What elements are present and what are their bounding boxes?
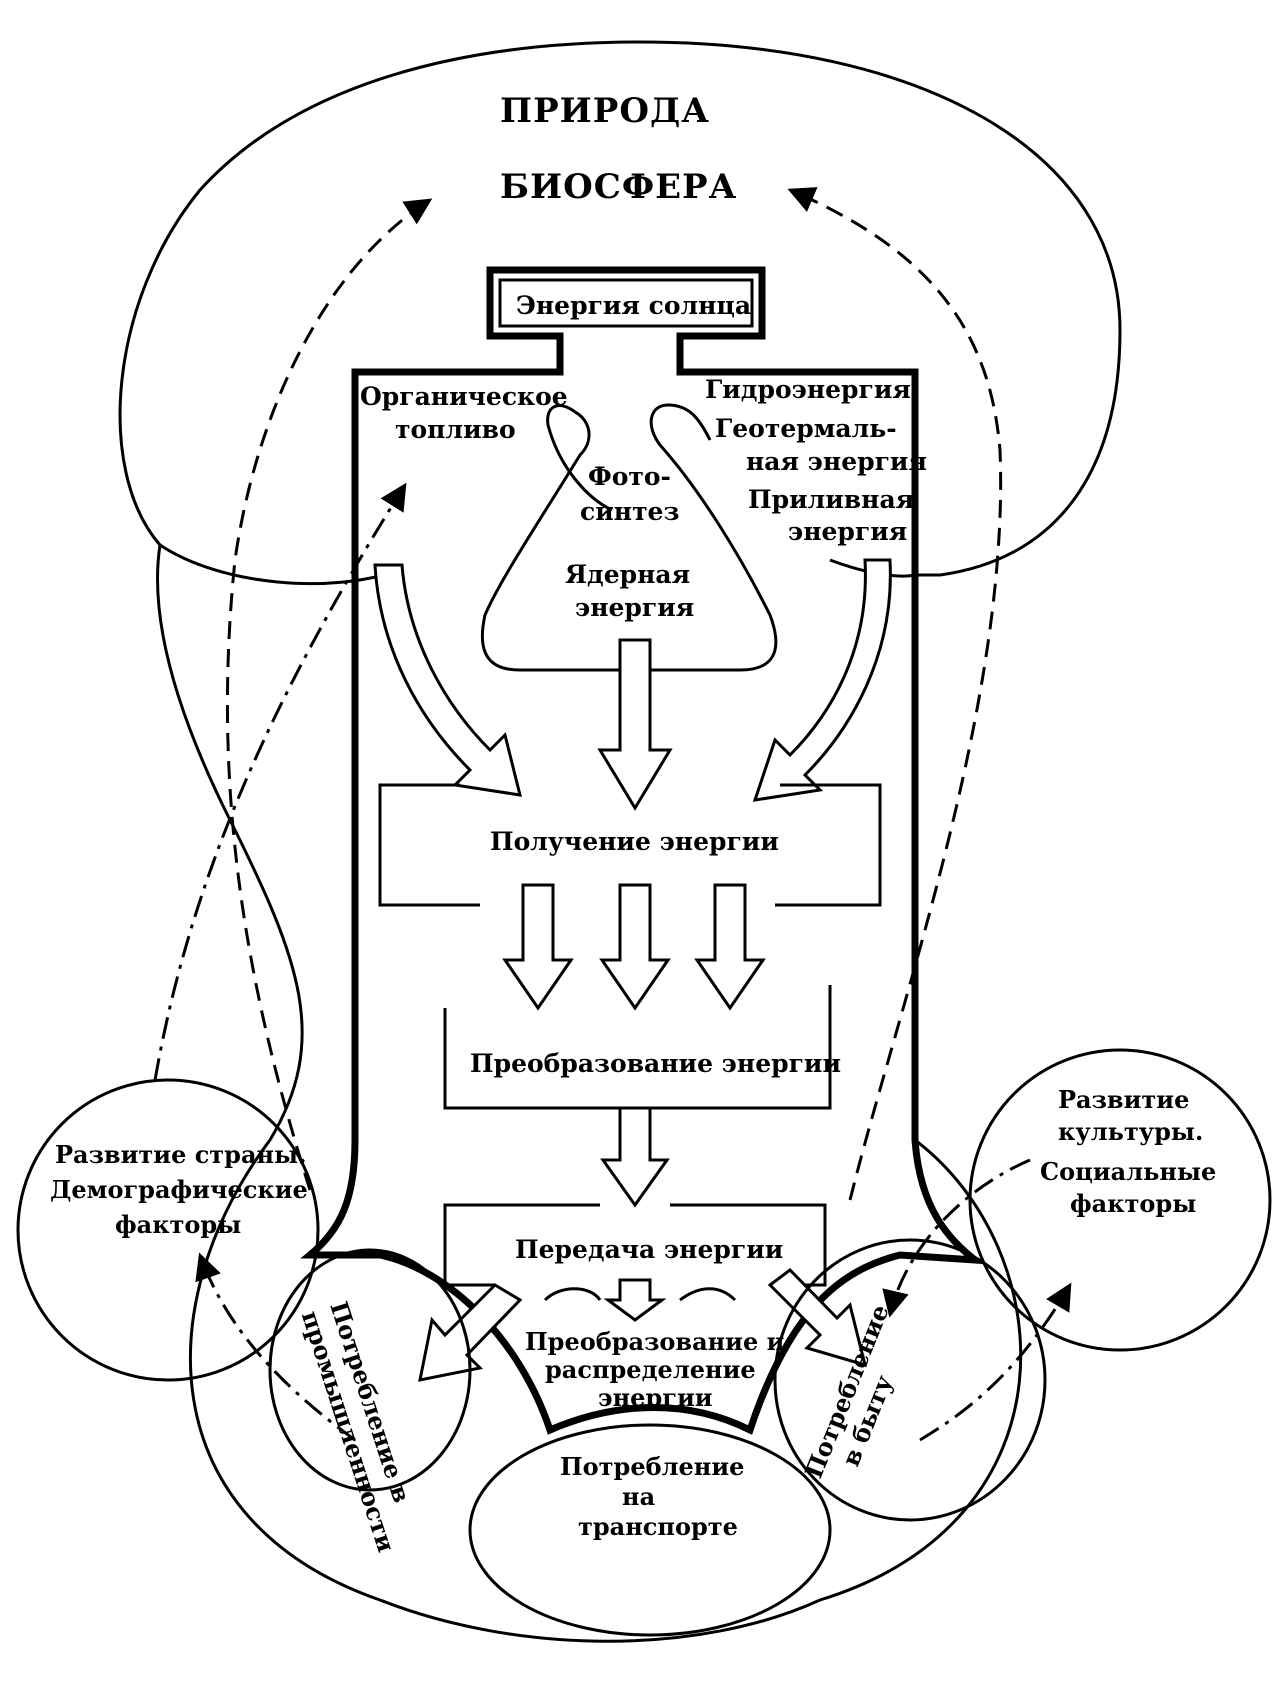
sun-box: [498, 278, 754, 328]
label-nuclear-2: энергия: [575, 593, 694, 622]
label-transmission: Передача энергии: [515, 1235, 783, 1264]
label-tidal-1: Приливная: [748, 485, 914, 514]
label-photosynthesis-1: Фото-: [588, 462, 671, 491]
label-organic-fuel-2: топливо: [395, 415, 516, 444]
label-distribution-2: распределение: [545, 1355, 756, 1384]
dashdot-household-to-culture: [919, 1282, 1072, 1442]
label-nuclear-1: Ядерная: [565, 560, 690, 589]
arrow-hydro-to-receiving: [752, 558, 892, 802]
arrow-nuclear-to-receiving: [597, 638, 673, 811]
arrow-to-industry: [418, 1283, 523, 1382]
label-culture-4: факторы: [1070, 1189, 1196, 1218]
dashed-return-left: [225, 198, 433, 1191]
label-priroda: ПРИРОДА: [500, 91, 710, 131]
transport-consumption-circle: [468, 1423, 832, 1637]
arrow-conversion-to-transmission: [600, 1106, 670, 1208]
label-culture-1: Развитие: [1058, 1085, 1189, 1114]
label-hydro: Гидроэнергия: [705, 375, 911, 404]
label-distribution-3: энергии: [598, 1383, 713, 1412]
nature-biosphere-outline: [118, 40, 1122, 1643]
culture-development-circle: [968, 1048, 1272, 1352]
label-organic-fuel-1: Органическое: [360, 382, 568, 411]
dashdot-country-to-fuel: [153, 482, 407, 1081]
dashed-return-right: [787, 187, 1003, 1201]
label-geothermal-2: ная энергия: [746, 447, 927, 476]
dashdot-industry-to-country: [195, 1252, 356, 1442]
label-transport-3: транспорте: [578, 1512, 738, 1541]
label-transport-1: Потребление: [560, 1452, 744, 1481]
arrow-organic-to-receiving: [373, 563, 523, 797]
label-biosfera: БИОСФЕРА: [500, 167, 737, 207]
label-geothermal-1: Геотермаль-: [715, 414, 897, 443]
arrows-receiving-to-conversion: [502, 883, 766, 1011]
label-culture-3: Социальные: [1040, 1157, 1216, 1186]
label-transport-2: на: [622, 1482, 655, 1511]
household-consumption-circle: [773, 1238, 1047, 1522]
label-country-1: Развитие страны.: [55, 1140, 306, 1169]
biosphere-inner-arc: [159, 543, 401, 586]
label-tidal-2: энергия: [788, 517, 907, 546]
label-country-2: Демографические: [50, 1175, 308, 1204]
label-country-3: факторы: [115, 1210, 241, 1239]
country-development-circle: [16, 1078, 320, 1382]
label-receiving: Получение энергии: [490, 827, 779, 856]
arrow-to-household: [767, 1268, 868, 1368]
receiving-box: [378, 783, 882, 907]
conversion-box: [443, 985, 832, 1110]
arrow-to-distribution: [603, 1278, 667, 1322]
photosynthesis-loop: [480, 403, 778, 672]
industry-consumption-circle: [268, 1248, 472, 1492]
label-photosynthesis-2: синтез: [580, 497, 679, 526]
energy-system-vessel: [300, 266, 986, 1435]
label-sun-energy: Энергия солнца: [516, 291, 751, 320]
label-culture-2: культуры.: [1058, 1117, 1203, 1146]
label-conversion: Преобразование энергии: [470, 1049, 841, 1078]
label-distribution-1: Преобразование и: [525, 1327, 784, 1356]
